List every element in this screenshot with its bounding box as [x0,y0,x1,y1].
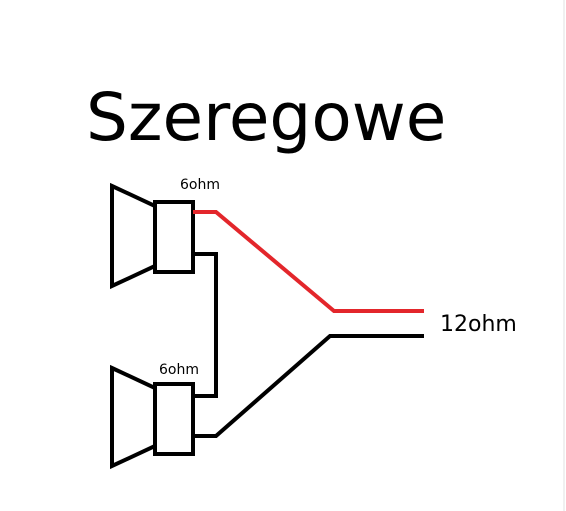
speaker-magnet-bottom [153,382,195,456]
speaker-cone-top [110,182,157,290]
series-link-wire [193,252,218,398]
speaker-bottom [110,364,195,470]
output-impedance-label: 12ohm [440,312,517,337]
speaker-cone-bottom [110,364,157,470]
positive-wire [193,210,424,313]
diagram-title: Szeregowe [86,79,446,156]
speaker-top [110,182,195,290]
speaker-magnet-top [153,200,195,274]
speaker-top-impedance-label: 6ohm [180,177,220,193]
speaker-bottom-impedance-label: 6ohm [159,362,199,378]
negative-wire [193,334,424,438]
